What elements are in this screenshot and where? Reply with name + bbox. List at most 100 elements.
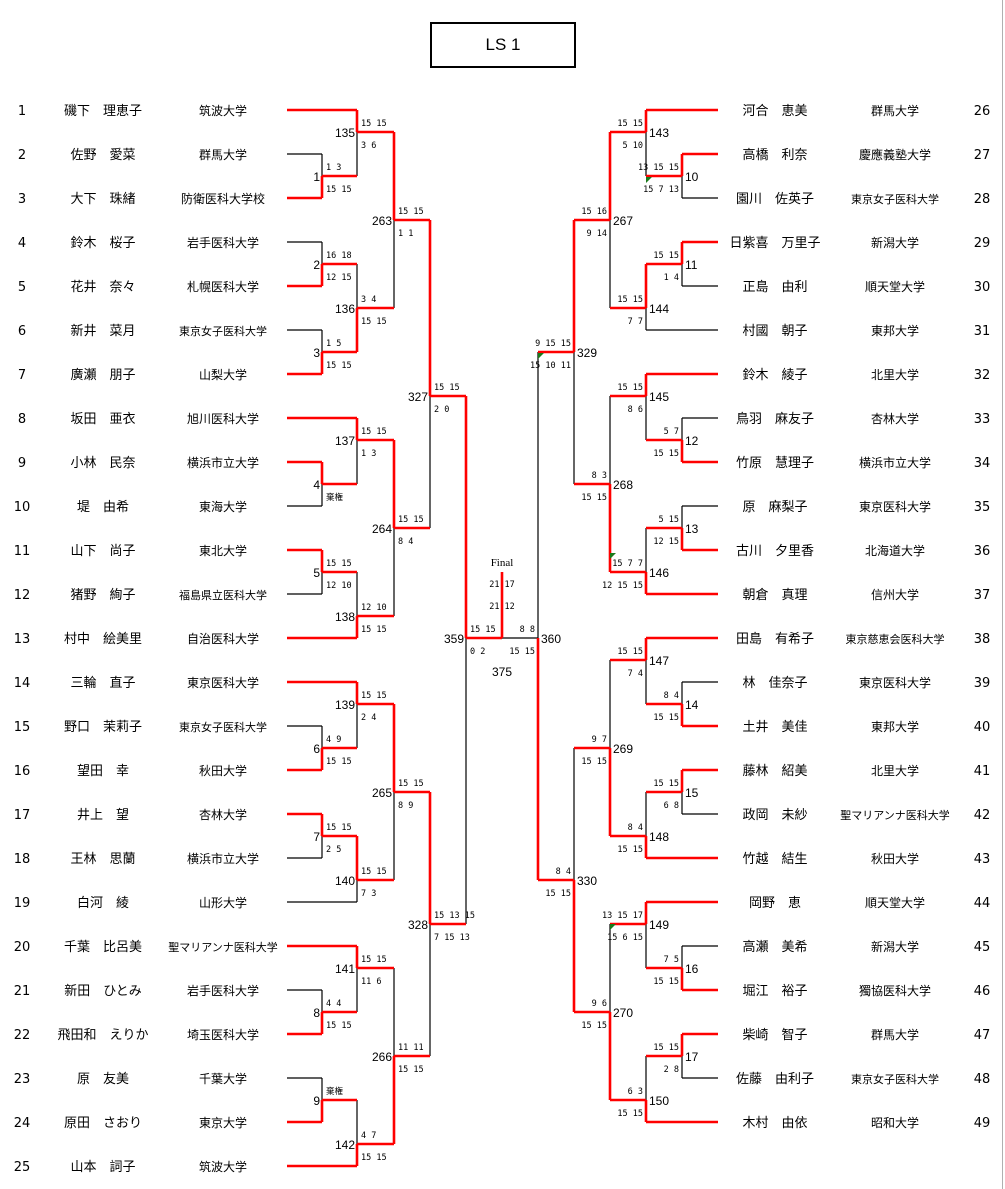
player-number: 30 (974, 280, 991, 295)
player-name: 佐野 愛菜 (70, 148, 135, 163)
match-number: 138 (335, 610, 355, 624)
score-top: 15 16 (581, 207, 607, 217)
player-school: 横浜市立大学 (187, 851, 259, 866)
score-top: 1 5 (326, 339, 341, 349)
winner-path-lines (287, 108, 718, 1168)
match-number: 16 (685, 962, 699, 976)
match-number: 269 (613, 742, 633, 756)
match-number: 139 (335, 698, 355, 712)
player-name: 政岡 未紗 (742, 808, 807, 823)
player-number: 3 (18, 192, 26, 207)
score-top: 15 15 (617, 647, 643, 657)
match-number: 10 (685, 170, 699, 184)
score-bottom: 15 15 (653, 449, 679, 459)
player-school: 聖マリアンナ医科大学 (168, 940, 278, 954)
player-school: 横浜市立大学 (187, 455, 259, 470)
player-name: 望田 幸 (77, 763, 129, 779)
comment-marker-icon (538, 353, 544, 359)
score-bottom: 15 7 13 (643, 185, 679, 195)
player-name: 白河 綾 (77, 895, 129, 911)
score-top: 11 11 (398, 1043, 424, 1053)
match-number: 17 (685, 1050, 699, 1064)
score-bottom: 7 3 (361, 889, 376, 899)
score-bottom: 8 4 (398, 537, 413, 547)
player-name: 廣瀬 朋子 (70, 368, 135, 383)
score-bottom: 15 10 11 (530, 361, 571, 371)
match-number: 12 (685, 434, 699, 448)
match-number: 8 (313, 1006, 320, 1020)
player-name: 千葉 比呂美 (64, 940, 142, 955)
match-number: 144 (649, 302, 669, 316)
score-top: 15 15 (617, 119, 643, 129)
score-top: 15 15 (326, 559, 352, 569)
score-top: 9 7 (592, 735, 607, 745)
player-school: 埼玉医科大学 (187, 1027, 259, 1042)
player-name: 鈴木 綾子 (742, 367, 807, 383)
player-number: 42 (974, 808, 991, 823)
match-number: 145 (649, 390, 669, 404)
score-bottom: 7 7 (628, 317, 643, 327)
player-school: 防衛医科大学校 (181, 191, 265, 206)
score-bottom: 6 8 (664, 801, 679, 811)
player-name: 原 友美 (77, 1071, 129, 1087)
player-school: 横浜市立大学 (859, 455, 931, 470)
player-number: 27 (974, 148, 991, 163)
player-number: 23 (14, 1072, 31, 1087)
score-top: 5 7 (664, 427, 679, 437)
score-bottom: 15 15 (361, 317, 387, 327)
player-school: 筑波大学 (199, 103, 247, 118)
player-name: 原 麻梨子 (742, 500, 807, 515)
player-name: 飛田和 えりか (57, 1028, 148, 1043)
player-number: 2 (18, 148, 26, 163)
player-school: 旭川医科大学 (187, 411, 259, 426)
player-school: 東北大学 (199, 543, 247, 558)
player-number: 21 (14, 984, 31, 999)
player-school: 秋田大学 (199, 763, 247, 778)
player-number: 31 (974, 324, 991, 339)
player-school: 山梨大学 (199, 367, 247, 382)
player-number: 49 (974, 1116, 991, 1131)
score-bottom: 棄権 (326, 492, 344, 503)
score-bottom: 15 15 (581, 493, 607, 503)
match-number: 264 (372, 522, 392, 536)
player-school: 東海大学 (199, 499, 247, 514)
player-school: 山形大学 (199, 895, 247, 910)
match-number: 359 (444, 632, 464, 646)
player-school: 杏林大学 (199, 807, 247, 822)
player-number: 47 (974, 1028, 991, 1043)
score-bottom: 1 3 (361, 449, 376, 459)
match-number: 266 (372, 1050, 392, 1064)
player-number: 17 (14, 808, 31, 823)
match-number: 5 (313, 566, 320, 580)
score-bottom: 15 15 (581, 757, 607, 767)
player-name: 田島 有希子 (736, 632, 814, 647)
score-top: 棄権 (326, 1086, 344, 1097)
score-top: 15 13 15 (434, 911, 475, 921)
player-number: 9 (18, 456, 26, 471)
player-school: 東京大学 (199, 1115, 247, 1130)
match-number: 146 (649, 566, 669, 580)
match-number: 265 (372, 786, 392, 800)
match-number: 329 (577, 346, 597, 360)
player-number: 25 (14, 1160, 31, 1175)
player-number: 26 (974, 104, 991, 119)
player-name: 園川 佐英子 (736, 192, 814, 207)
player-school: 札幌医科大学 (187, 279, 259, 294)
score-bottom: 2 8 (664, 1065, 679, 1075)
score-bottom: 15 15 (545, 889, 571, 899)
player-name: 大下 珠緒 (70, 192, 135, 207)
player-school: 東邦大学 (871, 719, 919, 734)
player-school: 自治医科大学 (187, 631, 259, 646)
player-name: 佐藤 由利子 (736, 1072, 814, 1087)
player-number: 29 (974, 236, 991, 251)
page-border (1002, 0, 1003, 1189)
score-top: 15 15 (398, 207, 424, 217)
match-number: 2 (313, 258, 320, 272)
player-number: 33 (974, 412, 991, 427)
player-name: 花井 奈々 (70, 279, 135, 295)
bracket-lines (287, 132, 718, 1144)
player-name: 岡野 恵 (749, 896, 801, 911)
player-name: 猪野 絢子 (70, 588, 135, 603)
score-top: 4 9 (326, 735, 341, 745)
score-top: 8 4 (556, 867, 571, 877)
